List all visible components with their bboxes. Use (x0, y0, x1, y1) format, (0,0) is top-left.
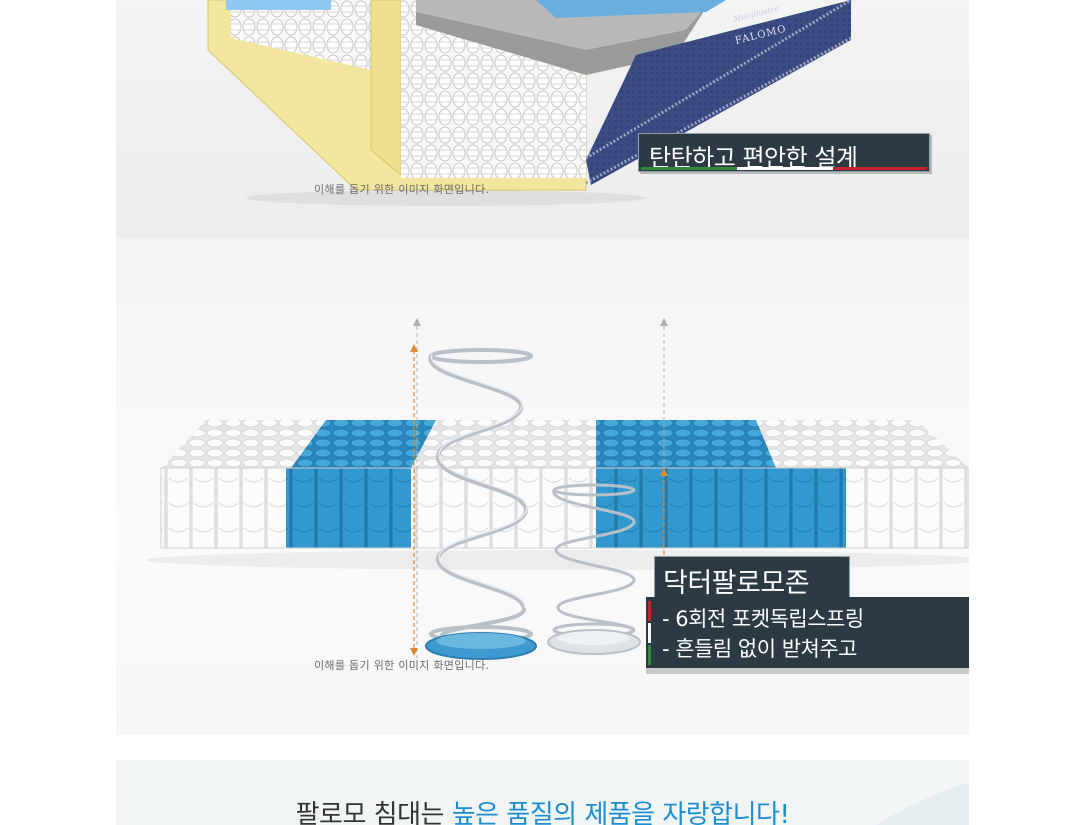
feature-item-1: - 6회전 포켓독립스프링 (662, 607, 864, 631)
headline-accent: 높은 품질의 제품을 자랑합니다! (451, 800, 790, 825)
mattress-cutaway-illustration: Monillustre FALOMO (207, 0, 852, 206)
mattress-cutaway-image-panel: Monillustre FALOMO 탄탄하고 편안한 설계 이해를 돕기 위한… (116, 0, 969, 238)
pocket-spring-image-panel: 닥터팔로모존 - 6회전 포켓독립스프링 - 흔들림 없이 받쳐주고 이해를 돕… (116, 238, 969, 735)
product-title-text: 닥터팔로모존 (663, 568, 810, 599)
pocket-spring-illustration (146, 318, 969, 660)
product-title-badge: 닥터팔로모존 (654, 556, 850, 599)
quality-headline-panel: 팔로모 침대는 높은 품질의 제품을 자랑합니다! (116, 760, 969, 825)
feature-list-box: - 6회전 포켓독립스프링 - 흔들림 없이 받쳐주고 (646, 597, 969, 668)
image-note-top: 이해를 돕기 위한 이미지 화면입니다. (314, 183, 490, 196)
list-stripe-white (648, 623, 651, 643)
list-stripe-green (648, 645, 651, 665)
feature-item-2: - 흔들림 없이 받쳐주고 (662, 637, 857, 661)
badge-stripe-green (641, 167, 737, 170)
headline-plain: 팔로모 침대는 (295, 800, 452, 825)
feature-badge: 탄탄하고 편안한 설계 (638, 133, 930, 172)
short-coil-spring (552, 483, 636, 638)
badge-stripe-white (737, 167, 833, 170)
quality-headline: 팔로모 침대는 높은 품질의 제품을 자랑합니다! (116, 794, 969, 825)
decorative-swoosh (876, 782, 969, 825)
badge-stripe-red (833, 167, 927, 170)
list-stripe-red (648, 601, 651, 621)
image-note-mid: 이해를 돕기 위한 이미지 화면입니다. (314, 659, 490, 672)
